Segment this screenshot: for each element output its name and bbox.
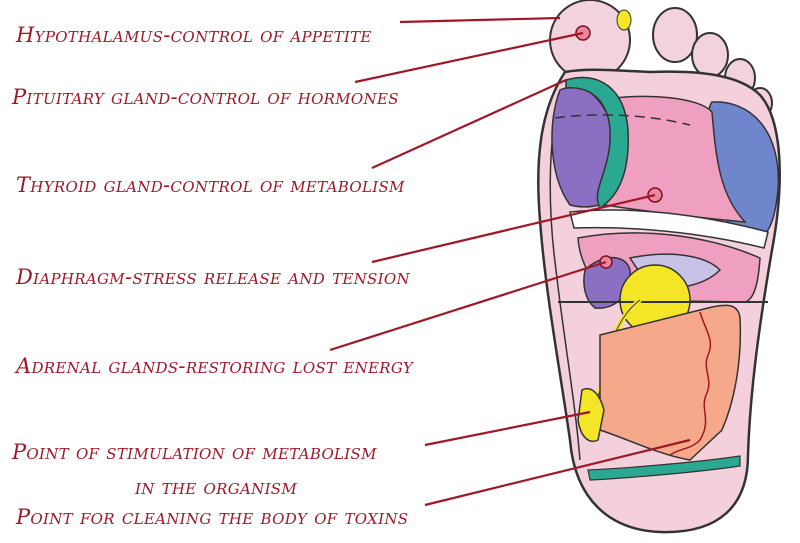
label-adrenal: Adrenal glands-restoring lost energy — [16, 354, 414, 378]
heel-teal-band — [587, 455, 741, 481]
diaphragm-band — [569, 209, 769, 249]
label-diaphragm: Diaphragm-stress release and tension — [16, 265, 410, 289]
leader-stimulation — [424, 410, 591, 447]
third-toe — [691, 32, 729, 78]
yellow-stim-zone — [577, 388, 605, 442]
peach-wavy-edge — [669, 311, 712, 456]
foot-inner-outline — [549, 99, 581, 461]
label-hypothalamus: Hypothalamus-control of appetite — [16, 23, 372, 47]
label-stimulation-line2: in the organism — [135, 475, 298, 499]
second-toe — [652, 7, 698, 63]
leader-pituitary — [354, 31, 584, 84]
ball-dashed-line — [554, 114, 691, 126]
leader-adrenal — [329, 260, 607, 352]
leader-lines — [329, 16, 691, 507]
yellow-toe-spot — [616, 9, 632, 31]
leader-thyroid — [371, 78, 567, 170]
leader-diaphragm — [371, 193, 656, 264]
label-thyroid: Thyroid gland-control of metabolism — [16, 173, 405, 197]
leader-toxins — [424, 438, 691, 507]
label-pituitary: Pituitary gland-control of hormones — [12, 85, 399, 109]
label-toxins: Point for cleaning the body of toxins — [16, 505, 409, 529]
big-toe — [549, 0, 631, 81]
leader-hypothalamus — [399, 16, 561, 24]
label-stimulation-line1: Point of stimulation of metabolism — [12, 440, 377, 464]
